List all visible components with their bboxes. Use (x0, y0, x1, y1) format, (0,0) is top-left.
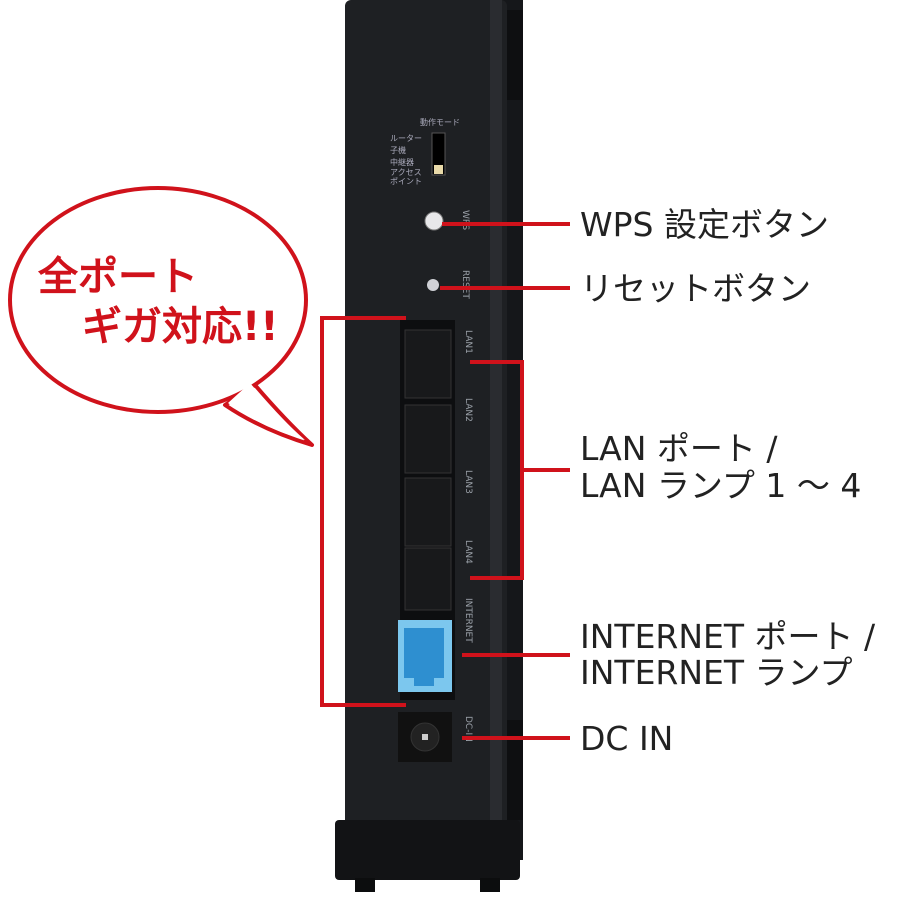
mode-switch[interactable]: 動作モード ルーター 子機 中継器 アクセス ポイント (390, 117, 460, 186)
dc-in-jack[interactable] (398, 712, 452, 762)
internet-port[interactable] (398, 620, 452, 692)
dcin-callout: DC IN (580, 719, 673, 758)
dcin-device-label: DC-IN (463, 716, 473, 742)
wps-device-label: WPS (460, 210, 470, 230)
mode-switch-title: 動作モード (420, 117, 460, 127)
callout-lines (320, 222, 570, 740)
lan4-device-label: LAN4 (463, 540, 473, 564)
reset-button[interactable] (427, 279, 439, 291)
lan-port-1[interactable] (404, 329, 452, 399)
bubble-line1: 全ポート (37, 254, 198, 300)
lan2-device-label: LAN2 (463, 398, 473, 422)
reset-callout: リセットボタン (580, 269, 811, 308)
mode-option: ルーター (390, 134, 422, 143)
mode-option: アクセス (390, 168, 422, 177)
internet-callout-line1: INTERNET ポート / (580, 617, 876, 656)
mode-option: 中継器 (390, 157, 414, 167)
mode-option: 子機 (390, 145, 406, 155)
lan-callout-line1: LAN ポート / (580, 429, 778, 468)
lan-port-3[interactable] (404, 477, 452, 547)
lan-callout-line2: LAN ランプ 1 ～ 4 (580, 466, 861, 505)
wps-callout: WPS 設定ボタン (580, 205, 829, 244)
lan-port-4[interactable] (404, 547, 452, 611)
internet-device-label: INTERNET (463, 598, 473, 643)
bubble-line2: ギガ対応!! (82, 304, 278, 350)
lan1-device-label: LAN1 (463, 330, 473, 354)
reset-device-label: RESET (460, 270, 470, 299)
mode-option: ポイント (390, 177, 422, 186)
lan3-device-label: LAN3 (463, 470, 473, 494)
lan-port-2[interactable] (404, 404, 452, 474)
speech-bubble: 全ポート ギガ対応!! (8, 186, 314, 447)
wps-button[interactable] (424, 211, 444, 231)
internet-callout-line2: INTERNET ランプ (580, 653, 853, 692)
